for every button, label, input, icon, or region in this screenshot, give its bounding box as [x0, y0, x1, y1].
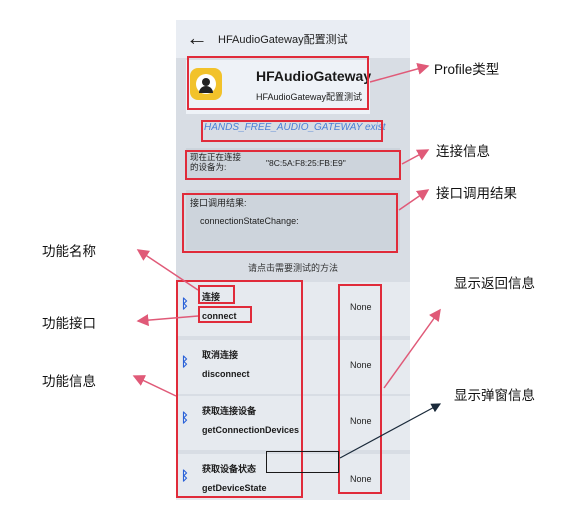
bluetooth-icon: ᛒ	[181, 354, 189, 369]
function-api: disconnect	[202, 369, 250, 379]
profile-subtitle: HFAudioGateway配置测试	[256, 92, 363, 102]
highlight-function-name	[198, 285, 235, 304]
phone-screen: ← HFAudioGateway配置测试 HFAudioGateway HFAu…	[176, 20, 410, 500]
top-bar: ← HFAudioGateway配置测试	[176, 20, 410, 58]
annotation-function-api: 功能接口	[42, 316, 96, 331]
function-api: connect	[202, 311, 237, 321]
highlight-connection	[185, 150, 401, 180]
annotation-profile-type: Profile类型	[434, 62, 500, 77]
profile-name: HFAudioGateway	[256, 68, 372, 84]
highlight-function-info	[176, 280, 303, 498]
arrow-func-api	[136, 314, 199, 327]
arrow-left-icon[interactable]: ←	[186, 25, 208, 50]
profile-status-text: HANDS_FREE_AUDIO_GATEWAY exist	[204, 122, 386, 133]
highlight-profile	[187, 56, 369, 110]
bluetooth-icon: ᛒ	[181, 296, 189, 311]
connection-label: 现在正在连接的设备为:	[190, 152, 242, 172]
function-api: getConnectionDevices	[202, 425, 300, 435]
function-api: getDeviceState	[202, 483, 267, 493]
arrow-return-info	[383, 308, 441, 389]
arrow-conn-info	[401, 149, 430, 165]
result-value: connectionStateChange:	[200, 216, 299, 226]
page-title: HFAudioGateway配置测试	[218, 34, 348, 46]
function-result: None	[350, 360, 372, 370]
result-label: 接口调用结果:	[190, 198, 247, 208]
function-result: None	[350, 416, 372, 426]
annotation-function-info: 功能信息	[42, 374, 96, 389]
bluetooth-icon: ᛒ	[181, 468, 189, 483]
function-result: None	[350, 474, 372, 484]
annotation-connection-info: 连接信息	[436, 144, 490, 159]
profile-card: HFAudioGateway HFAudioGateway配置测试	[186, 60, 372, 114]
function-name: 连接	[202, 292, 221, 302]
function-name: 获取连接设备	[202, 406, 257, 416]
annotation-return-info: 显示返回信息	[454, 276, 535, 291]
annotation-popup-info: 显示弹窗信息	[454, 388, 535, 403]
arrow-profile-type	[369, 63, 430, 83]
arrow-func-info	[132, 375, 177, 397]
highlight-return-info	[338, 284, 382, 494]
api-result-box: 接口调用结果: connectionStateChange:	[186, 190, 400, 250]
highlight-status	[201, 120, 383, 142]
function-row-connect[interactable]: ᛒ 连接 connect None	[176, 282, 410, 336]
annotation-api-result: 接口调用结果	[436, 186, 517, 201]
function-name: 获取设备状态	[202, 464, 257, 474]
user-avatar-icon	[190, 68, 222, 100]
connection-address: "8C:5A:F8:25:FB:E9"	[266, 158, 346, 168]
connection-info-box: 现在正在连接的设备为: "8C:5A:F8:25:FB:E9"	[186, 148, 400, 178]
function-name: 取消连接	[202, 350, 239, 360]
function-result: None	[350, 302, 372, 312]
highlight-result	[182, 193, 398, 253]
arrow-popup-info	[339, 403, 442, 459]
annotation-function-name: 功能名称	[42, 244, 96, 259]
hint-text: 请点击需要测试的方法	[247, 263, 338, 273]
highlight-popup-info	[266, 451, 339, 473]
function-row-disconnect[interactable]: ᛒ 取消连接 disconnect None	[176, 340, 410, 394]
highlight-function-api	[198, 306, 252, 323]
arrow-func-name	[136, 249, 199, 291]
bluetooth-icon: ᛒ	[181, 410, 189, 425]
arrow-api-result	[398, 189, 430, 211]
